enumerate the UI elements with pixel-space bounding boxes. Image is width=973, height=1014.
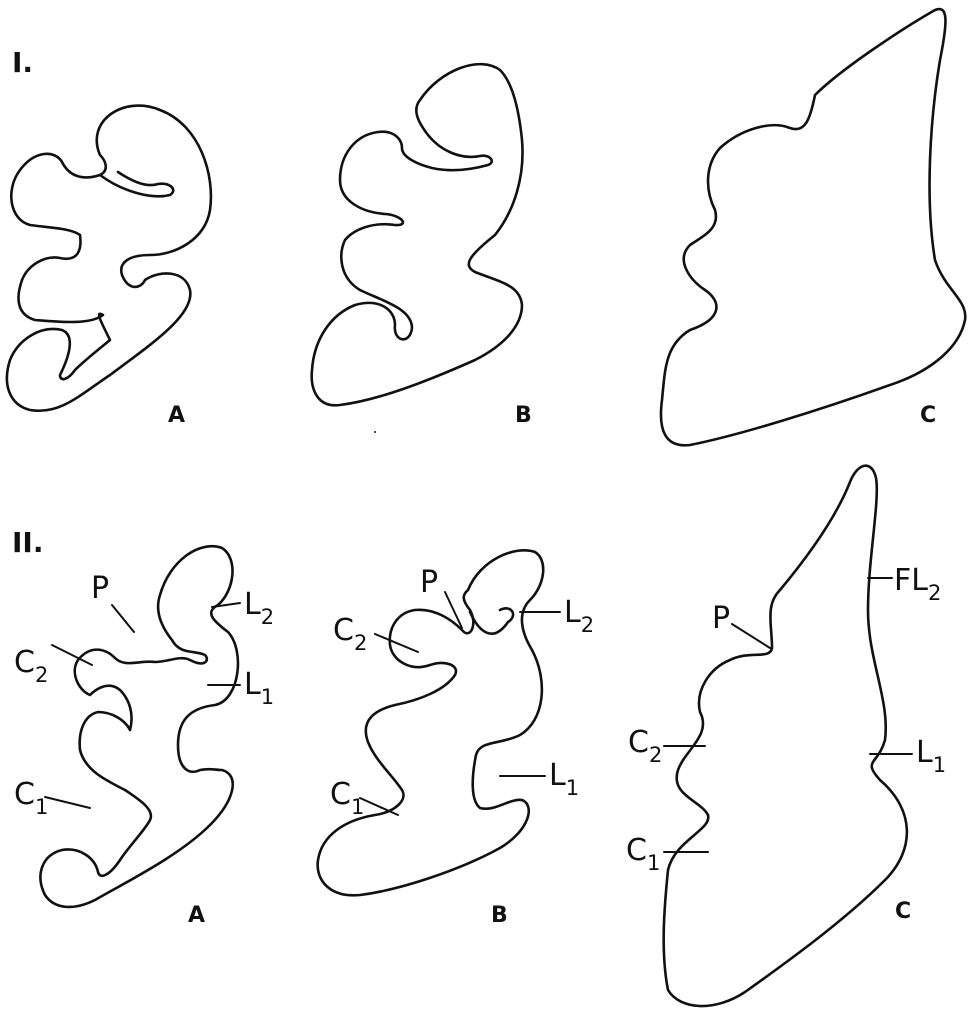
- outline-ii-b: [318, 550, 544, 895]
- label-ii-c-c1-main: C: [626, 833, 647, 868]
- outline-ii-c: [664, 466, 907, 1006]
- panel-label-ii-c: C: [895, 899, 911, 924]
- label-ii-b-l1-sub: 1: [566, 776, 579, 800]
- label-ii-b-c2: C2: [333, 613, 367, 655]
- label-ii-b-p: P: [420, 565, 438, 600]
- leader-ii-c-p: [732, 624, 770, 648]
- label-ii-a-l2-sub: 2: [261, 605, 274, 629]
- label-ii-a-c1: C1: [14, 777, 48, 819]
- panel-label-ii-b: B: [491, 903, 508, 928]
- label-ii-c-fl2-main-f: F: [894, 563, 911, 598]
- label-ii-a-c1-sub: 1: [35, 795, 48, 819]
- label-ii-a-c2-main: C: [14, 645, 35, 680]
- panel-label-ii-a: A: [188, 903, 205, 928]
- outline-i-a-sulcus: [100, 172, 173, 196]
- outline-ii-a: [40, 546, 237, 907]
- label-ii-c-fl2-sub: 2: [928, 581, 941, 605]
- label-ii-a-c2: C2: [14, 645, 48, 687]
- leader-ii-b-c2: [375, 634, 418, 652]
- label-ii-c-l1-main: L: [916, 735, 933, 770]
- label-ii-b-c2-sub: 2: [354, 631, 367, 655]
- label-ii-b-l1: L1: [549, 758, 579, 800]
- section-label-ii: II.: [12, 526, 43, 559]
- outline-ii-b-sulcus: [470, 608, 513, 633]
- label-ii-b-l2-main: L: [564, 595, 581, 630]
- label-ii-c-fl2-main-l: L: [911, 563, 928, 598]
- label-ii-b-c1-sub: 1: [351, 795, 364, 819]
- label-ii-a-l1-sub: 1: [261, 685, 274, 709]
- label-ii-c-c2-main: C: [628, 725, 649, 760]
- label-ii-a-c2-sub: 2: [35, 663, 48, 687]
- label-ii-c-c1-sub: 1: [647, 851, 660, 875]
- panel-label-i-b: B: [515, 403, 532, 428]
- label-ii-a-l2-main: L: [244, 587, 261, 622]
- label-ii-c-p: P: [712, 601, 730, 636]
- label-ii-b-c2-main: C: [333, 613, 354, 648]
- label-ii-b-l2: L2: [564, 595, 594, 637]
- outline-i-a: [7, 106, 211, 411]
- label-ii-c-l1-sub: 1: [933, 753, 946, 777]
- label-ii-c-c2-sub: 2: [649, 743, 662, 767]
- label-ii-b-c1: C1: [330, 777, 364, 819]
- label-ii-c-fl2: FL2: [894, 563, 941, 605]
- label-ii-b-c1-main: C: [330, 777, 351, 812]
- panel-label-i-c: C: [920, 403, 936, 428]
- panel-label-i-a: A: [168, 403, 185, 428]
- section-label-i: I.: [12, 46, 33, 79]
- outline-i-b: [312, 64, 523, 405]
- label-ii-a-l2: L2: [244, 587, 274, 629]
- label-ii-a-c1-main: C: [14, 777, 35, 812]
- leader-ii-a-c2: [52, 645, 92, 665]
- label-ii-a-l1-main: L: [244, 667, 261, 702]
- label-ii-b-l1-main: L: [549, 758, 566, 793]
- label-ii-c-l1: L1: [916, 735, 946, 777]
- leader-ii-b-c1: [360, 798, 398, 815]
- outline-i-c: [661, 9, 965, 445]
- label-ii-c-c1: C1: [626, 833, 660, 875]
- label-ii-a-l1: L1: [244, 667, 274, 709]
- leader-ii-a-p: [112, 605, 134, 632]
- label-ii-c-c2: C2: [628, 725, 662, 767]
- label-ii-a-p: P: [91, 571, 109, 606]
- label-ii-b-l2-sub: 2: [581, 613, 594, 637]
- leader-ii-a-c1: [45, 797, 90, 808]
